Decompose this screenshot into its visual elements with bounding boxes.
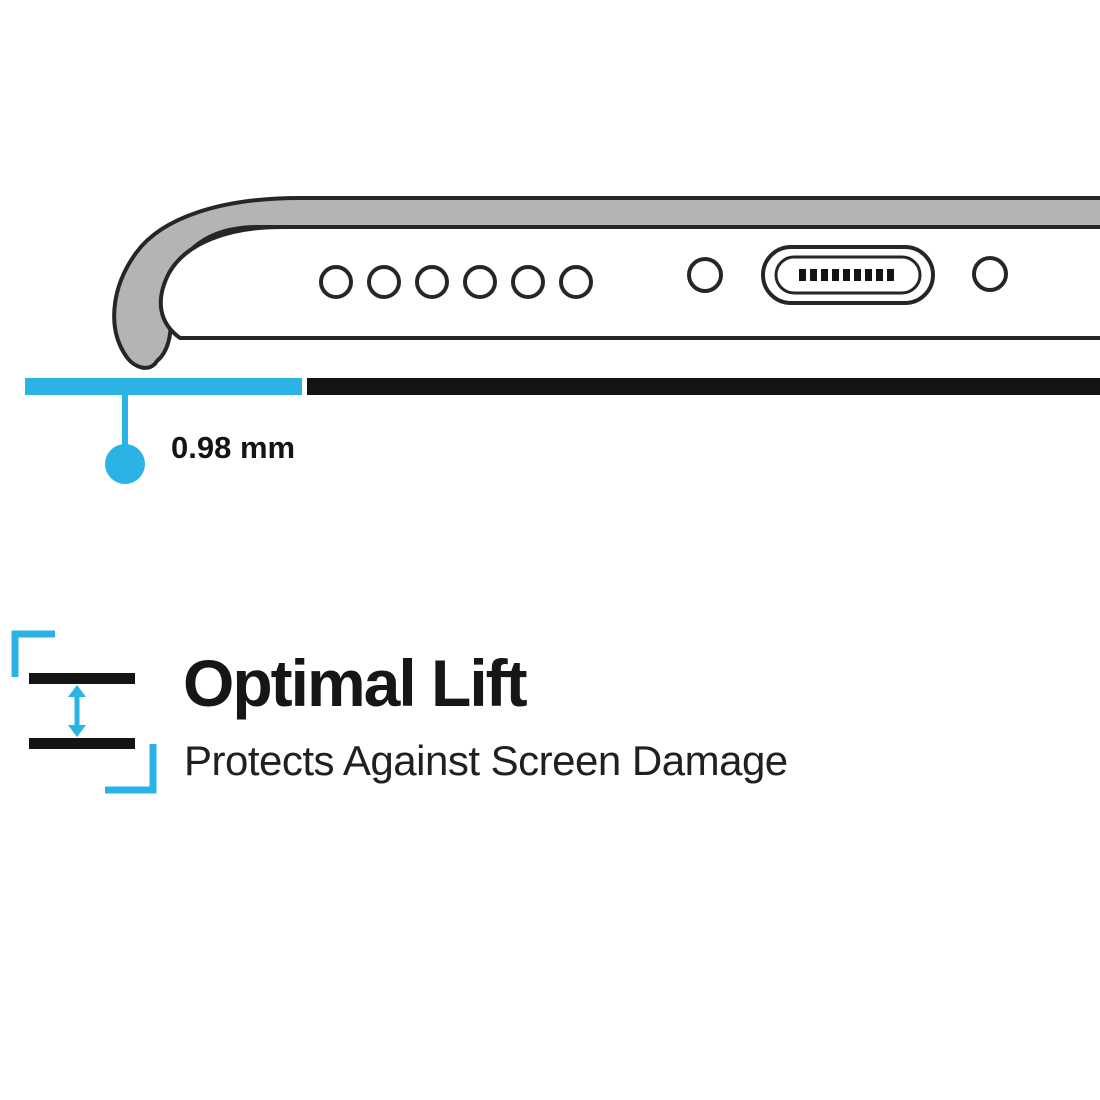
bracket-top-left-icon [11, 630, 55, 677]
screw-left-icon [687, 257, 723, 293]
speaker-hole [415, 265, 449, 299]
screen-line-bottom [29, 738, 135, 749]
speaker-hole [463, 265, 497, 299]
optimal-lift-icon [11, 630, 157, 794]
screen-line-top [29, 673, 135, 684]
speaker-hole [511, 265, 545, 299]
bracket-bottom-right-icon [105, 744, 157, 794]
screw-right-icon [972, 256, 1008, 292]
phone-edge-bar [307, 378, 1100, 395]
double-arrow-icon [68, 685, 86, 737]
speaker-holes [319, 265, 593, 299]
measurement-pointer-dot [105, 444, 145, 484]
feature-subtitle: Protects Against Screen Damage [184, 737, 788, 784]
feature-title: Optimal Lift [183, 646, 528, 720]
phone-case-illustration [112, 196, 1100, 370]
charging-port-icon [761, 245, 935, 305]
port-pins [799, 269, 894, 281]
lift-gap-bar [25, 378, 302, 395]
speaker-hole [319, 265, 353, 299]
speaker-hole [367, 265, 401, 299]
phone-body [158, 225, 1100, 340]
speaker-hole [559, 265, 593, 299]
measurement-label: 0.98 mm [171, 430, 296, 465]
measurement-pointer-line [122, 394, 128, 447]
